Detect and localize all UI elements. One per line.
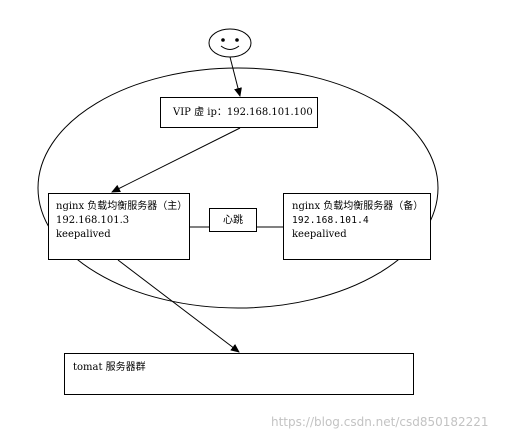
heartbeat-label: 心跳 bbox=[223, 215, 243, 226]
vip-box: VIP 虚 ip：192.168.101.100 bbox=[160, 97, 318, 128]
cluster-ellipse bbox=[37, 67, 439, 309]
arrow-user-to-vip bbox=[229, 56, 242, 97]
nginx-main-software: keepalived bbox=[56, 229, 111, 240]
tomcat-label: tomat 服务器群 bbox=[73, 362, 146, 373]
nginx-main-title: nginx 负载均衡服务器（主） bbox=[56, 201, 188, 212]
heartbeat-box: 心跳 bbox=[209, 208, 257, 232]
nginx-main-box: nginx 负载均衡服务器（主） 192.168.101.3 keepalive… bbox=[48, 193, 190, 260]
nginx-backup-title: nginx 负载均衡服务器（备） bbox=[292, 201, 424, 212]
vip-label: VIP 虚 ip：192.168.101.100 bbox=[173, 107, 313, 118]
smiley-face-icon bbox=[208, 28, 252, 58]
arrow-vip-to-nginx-main bbox=[111, 127, 241, 193]
tomcat-cluster-box: tomat 服务器群 bbox=[64, 353, 414, 395]
arrow-nginx-to-tomcat bbox=[117, 259, 240, 353]
nginx-backup-software: keepalived bbox=[292, 229, 347, 240]
nginx-main-ip: 192.168.101.3 bbox=[56, 215, 130, 226]
watermark-url: https://blog.csdn.net/csd850182221 bbox=[271, 415, 489, 429]
nginx-backup-ip: 192.168.101.4 bbox=[292, 215, 369, 226]
nginx-backup-box: nginx 负载均衡服务器（备） 192.168.101.4 keepalive… bbox=[283, 193, 431, 260]
